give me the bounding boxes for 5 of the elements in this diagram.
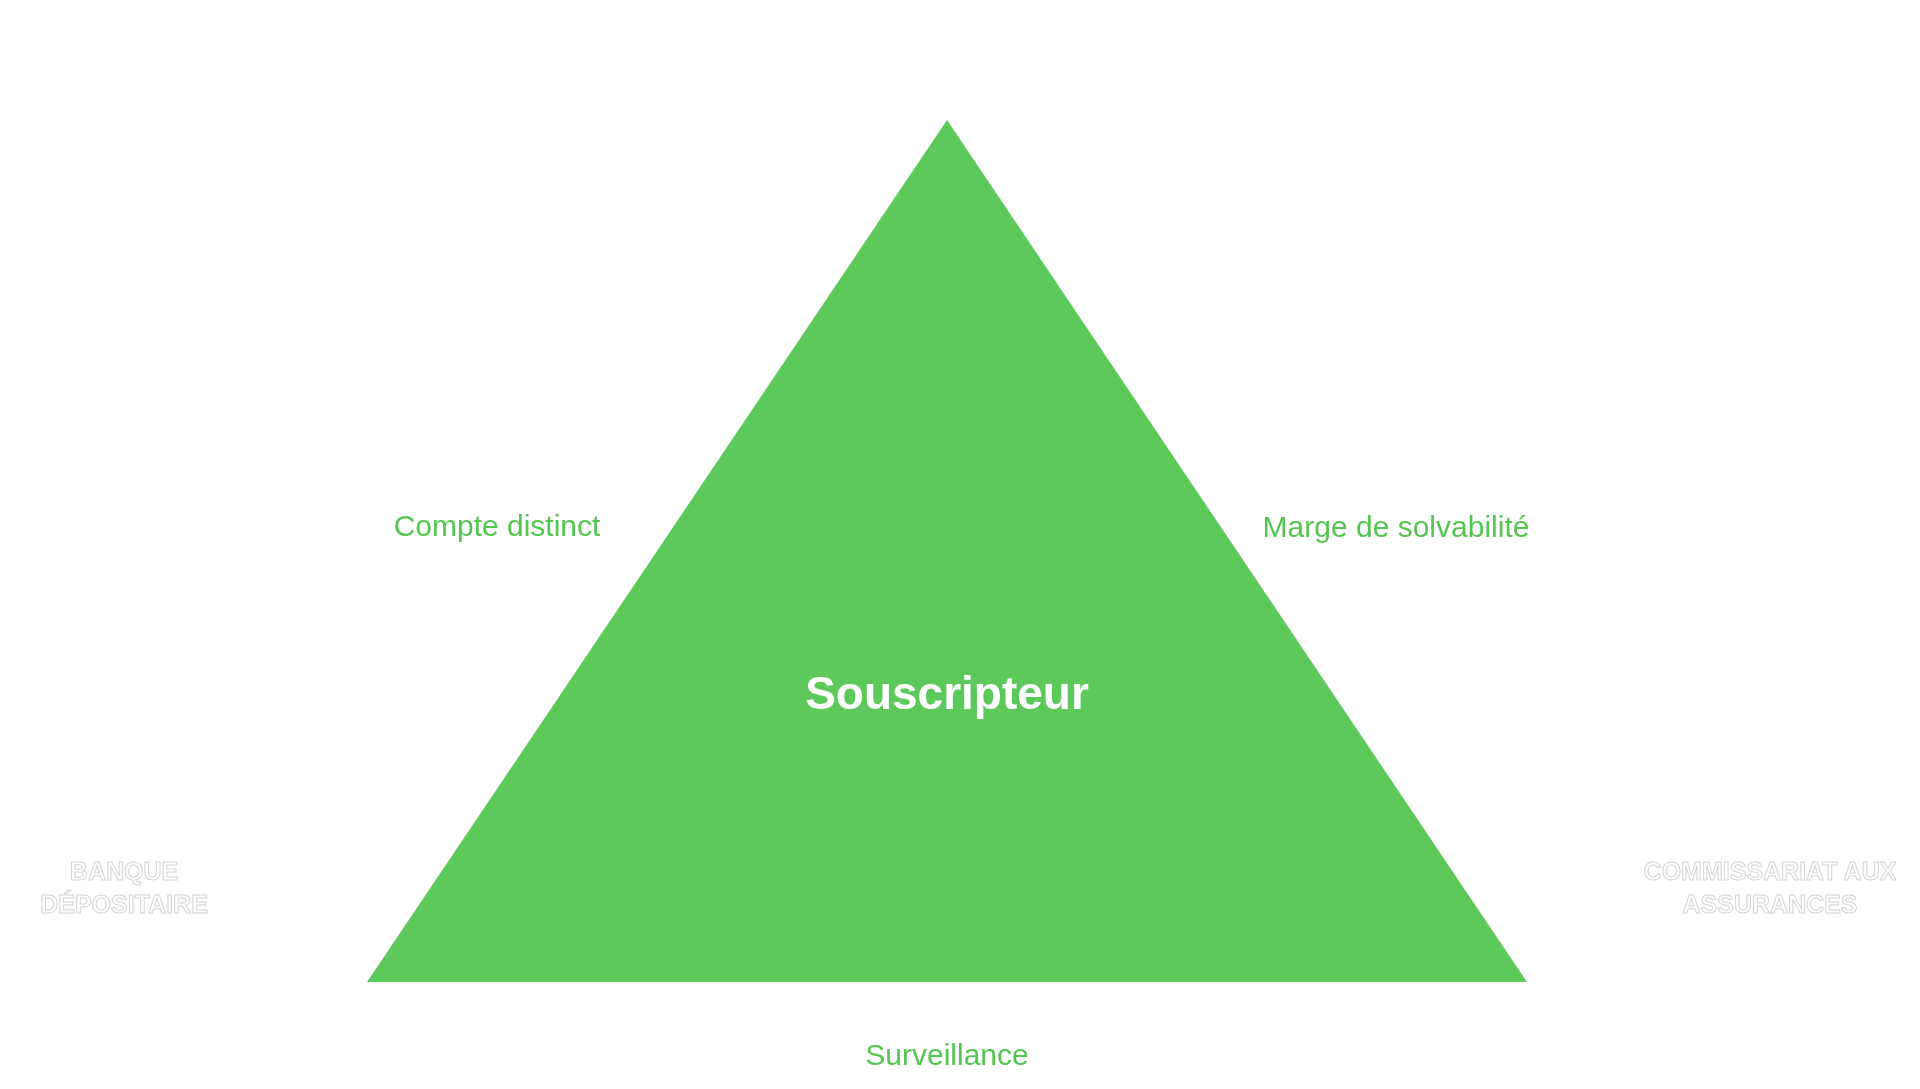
- side-label: Marge de solvabilité: [1262, 509, 1530, 545]
- side-label: Surveillance: [865, 1037, 1029, 1073]
- triangle-shape: [367, 120, 1527, 982]
- side-label: Compte distinct: [393, 508, 601, 544]
- triangle-label: Souscripteur: [805, 666, 1089, 720]
